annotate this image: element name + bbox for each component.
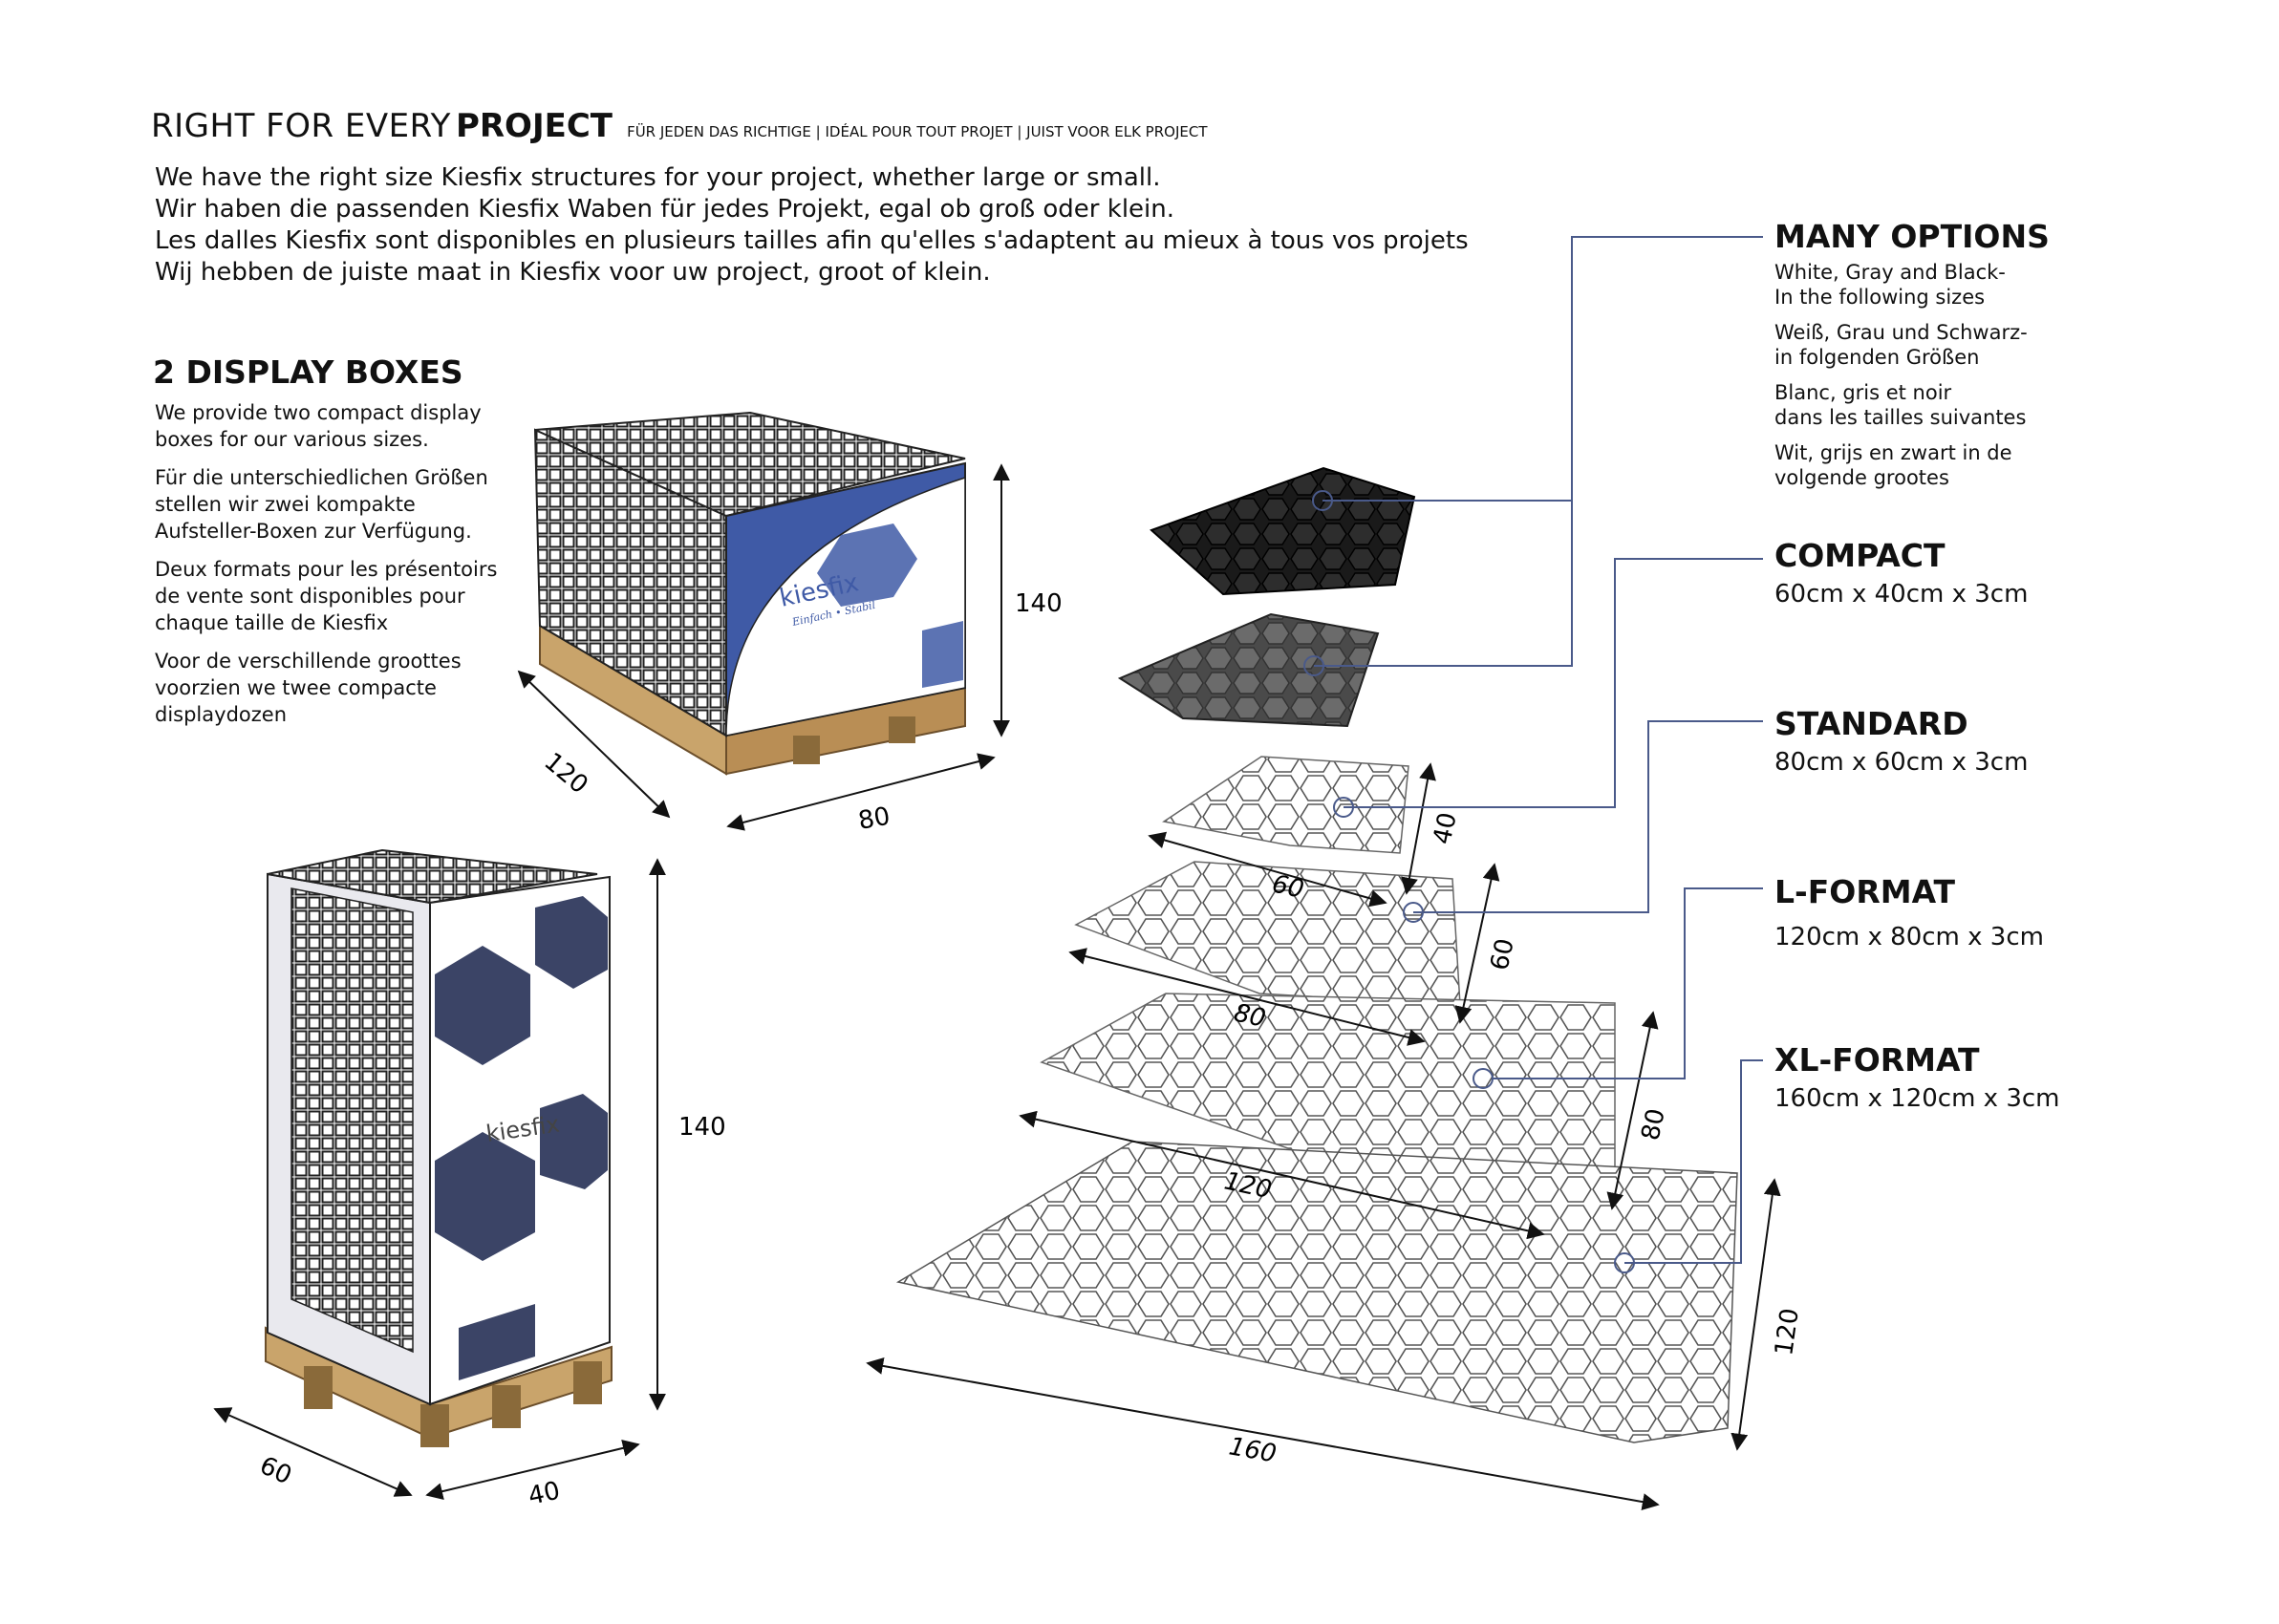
large-box-top-grid (534, 411, 966, 518)
intro-line-fr: Les dalles Kiesfix sont disponibles en p… (155, 226, 1469, 255)
callout-dot (1614, 1252, 1635, 1273)
standard-width-arrow (1454, 863, 1500, 1024)
small-box-depth-arrow (213, 1407, 413, 1497)
xl-format-width-label: 120 (1770, 1307, 1805, 1357)
display-boxes-text: We provide two compact display boxes for… (155, 399, 518, 739)
callout-dot (1312, 490, 1333, 511)
panel-standard (1074, 861, 1461, 1006)
title-regular: RIGHT FOR EVERY (151, 107, 451, 145)
compact-width-arrow (1401, 762, 1436, 895)
many-options-fr: Blanc, gris et noir dans les tailles sui… (1774, 381, 2027, 429)
small-box-depth-label: 60 (255, 1451, 296, 1490)
xl-format-length-arrow (866, 1357, 1660, 1511)
large-box-hex-print (817, 524, 917, 607)
xl-format-length-label: 160 (1227, 1432, 1279, 1468)
standard-heading: STANDARD (1774, 705, 1968, 742)
small-box-hex-print (535, 896, 608, 989)
xl-format-width-arrow (1731, 1178, 1781, 1451)
small-box-width-label: 40 (526, 1477, 563, 1511)
l-format-width-arrow (1606, 1011, 1659, 1210)
xl-format-leader (1624, 1059, 1763, 1264)
panel-xl-format (895, 1141, 1738, 1443)
panel-gray (1117, 612, 1380, 728)
display-boxes-heading: 2 DISPLAY BOXES (153, 353, 463, 391)
standard-width-label: 60 (1486, 936, 1520, 973)
small-box-hex-print (459, 1304, 535, 1380)
xl-format-heading: XL-FORMAT (1774, 1041, 1980, 1079)
small-display-box: kiesfix (265, 848, 613, 1447)
title-bold: PROJECT (455, 107, 613, 145)
many-options-leader-gray (1314, 501, 1573, 667)
compact-heading: COMPACT (1774, 537, 1946, 574)
large-box-depth-arrow (517, 670, 671, 819)
large-box-hex-print (922, 621, 963, 688)
small-box-side-grid (290, 887, 414, 1354)
l-format-size: 120cm x 80cm x 3cm (1774, 923, 2044, 951)
intro-text: We have the right size Kiesfix structure… (155, 162, 1469, 288)
many-options-heading: MANY OPTIONS (1774, 218, 2050, 255)
panel-black (1150, 466, 1416, 596)
large-box-depth-label: 120 (539, 747, 593, 800)
small-box-pallet-leg (492, 1385, 521, 1428)
large-box-width-arrow (726, 753, 996, 831)
intro-line-en: We have the right size Kiesfix structure… (155, 163, 1161, 192)
compact-width-label: 40 (1429, 810, 1463, 847)
large-box-height-label: 140 (1015, 589, 1063, 618)
l-format-leader (1493, 887, 1763, 1079)
large-box-pallet-block (889, 716, 915, 743)
callout-dot (1333, 797, 1354, 818)
many-options-de: Weiß, Grau und Schwarz- in folgenden Grö… (1774, 321, 2028, 369)
small-box-pallet-leg (573, 1361, 602, 1404)
l-format-length-arrow (1019, 1110, 1545, 1240)
display-boxes-nl: Voor de verschillende groottes voorzien … (155, 650, 462, 726)
standard-size: 80cm x 60cm x 3cm (1774, 748, 2029, 777)
intro-line-de: Wir haben die passenden Kiesfix Waben fü… (155, 195, 1175, 224)
standard-length-label: 80 (1232, 999, 1269, 1034)
standard-leader (1413, 720, 1763, 913)
display-boxes-en: We provide two compact display boxes for… (155, 401, 482, 451)
small-box-hex-print (540, 1094, 608, 1189)
intro-line-nl: Wij hebben de juiste maat in Kiesfix voo… (155, 258, 991, 287)
small-box-width-arrow (425, 1440, 640, 1500)
compact-leader (1344, 558, 1763, 808)
large-display-box: kiesfix Einfach • Stabil (533, 411, 966, 776)
compact-length-label: 60 (1270, 870, 1307, 905)
compact-size: 60cm x 40cm x 3cm (1774, 580, 2029, 609)
title-subtitle: FÜR JEDEN DAS RICHTIGE | IDÉAL POUR TOUT… (627, 123, 1208, 140)
compact-length-arrow (1148, 831, 1387, 908)
callout-dot (1403, 902, 1424, 923)
many-options-leader-black (1322, 236, 1763, 502)
l-format-heading: L-FORMAT (1774, 873, 1956, 910)
standard-length-arrow (1068, 948, 1426, 1046)
display-boxes-de: Für die unterschiedlichen Größen stellen… (155, 466, 488, 543)
small-box-height-label: 140 (678, 1113, 726, 1142)
display-boxes-fr: Deux formats pour les présentoirs de ven… (155, 558, 498, 634)
xl-format-size: 160cm x 120cm x 3cm (1774, 1084, 2060, 1113)
panel-compact (1162, 756, 1409, 854)
large-box-width-label: 80 (856, 802, 892, 836)
small-box-hex-print (435, 946, 530, 1065)
many-options-text: White, Gray and Black- In the following … (1774, 260, 2028, 501)
panel-l-format (1040, 993, 1616, 1168)
small-box-top-grid (267, 848, 598, 905)
small-box-hex-print (435, 1132, 535, 1261)
many-options-en: White, Gray and Black- In the following … (1774, 261, 2006, 309)
page-title: RIGHT FOR EVERY PROJECT FÜR JEDEN DAS RI… (151, 107, 1208, 145)
small-box-pallet-leg (420, 1404, 449, 1447)
large-box-pallet-block (793, 736, 820, 764)
callout-dot (1473, 1068, 1494, 1089)
l-format-width-label: 80 (1637, 1106, 1671, 1143)
small-box-pallet-leg (304, 1366, 333, 1409)
many-options-nl: Wit, grijs en zwart in de volgende groot… (1774, 441, 2012, 489)
callout-dot (1303, 655, 1324, 676)
